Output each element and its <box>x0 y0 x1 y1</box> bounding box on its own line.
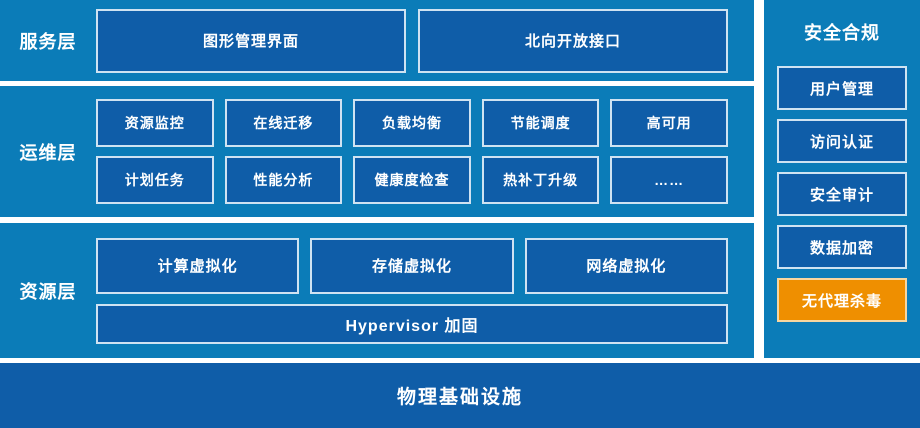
resource-box-storage-virtualization[interactable]: 存储虚拟化 <box>310 237 514 294</box>
layer-resource-stack: 计算虚拟化 存储虚拟化 网络虚拟化 Hypervisor 加固 <box>96 237 754 344</box>
resource-box-hypervisor-hardening[interactable]: Hypervisor 加固 <box>96 303 728 344</box>
operations-row: 资源监控 在线迁移 负载均衡 节能调度 高可用 <box>96 99 728 147</box>
ops-box-performance-analysis[interactable]: 性能分析 <box>224 156 343 204</box>
ops-box-high-availability[interactable]: 高可用 <box>610 99 728 147</box>
layer-resource-label: 资源层 <box>19 281 77 302</box>
main-layer-column: 服务层 图形管理界面 北向开放接口 运维层 资源监控 在线迁移 负载均衡 节能调… <box>0 0 754 358</box>
ops-box-hot-patch-upgrade[interactable]: 热补丁升级 <box>481 156 600 204</box>
layer-resource: 资源层 计算虚拟化 存储虚拟化 网络虚拟化 Hypervisor 加固 <box>0 223 754 358</box>
resource-box-compute-virtualization[interactable]: 计算虚拟化 <box>96 237 300 294</box>
layer-operations-label: 运维层 <box>19 142 77 163</box>
security-box-data-encryption[interactable]: 数据加密 <box>777 225 907 269</box>
service-box-northbound-open-api[interactable]: 北向开放接口 <box>418 8 728 73</box>
security-box-security-audit[interactable]: 安全审计 <box>777 172 907 216</box>
resource-row: 计算虚拟化 存储虚拟化 网络虚拟化 <box>96 237 728 294</box>
layer-service-label: 服务层 <box>19 31 77 52</box>
ops-box-scheduled-tasks[interactable]: 计划任务 <box>96 156 214 204</box>
resource-box-network-virtualization[interactable]: 网络虚拟化 <box>524 237 728 294</box>
ops-box-live-migration[interactable]: 在线迁移 <box>224 99 343 147</box>
ops-box-resource-monitoring[interactable]: 资源监控 <box>96 99 214 147</box>
layer-physical-infrastructure-label: 物理基础设施 <box>396 387 523 408</box>
ops-box-ellipsis[interactable]: …… <box>610 156 728 204</box>
service-box-graphical-management-ui[interactable]: 图形管理界面 <box>96 8 406 73</box>
layer-operations: 运维层 资源监控 在线迁移 负载均衡 节能调度 高可用 计划任务 性能分析 健康… <box>0 86 754 217</box>
operations-row: 计划任务 性能分析 健康度检查 热补丁升级 …… <box>96 156 728 204</box>
security-compliance-title: 安全合规 <box>804 23 880 43</box>
layer-operations-grid: 资源监控 在线迁移 负载均衡 节能调度 高可用 计划任务 性能分析 健康度检查 … <box>96 99 754 204</box>
security-box-agentless-antivirus[interactable]: 无代理杀毒 <box>777 278 907 322</box>
security-compliance-column: 安全合规 用户管理 访问认证 安全审计 数据加密 无代理杀毒 <box>764 0 920 358</box>
layer-physical-infrastructure[interactable]: 物理基础设施 <box>0 363 920 428</box>
layer-service-boxes: 图形管理界面 北向开放接口 <box>96 8 754 73</box>
security-compliance-items: 用户管理 访问认证 安全审计 数据加密 无代理杀毒 <box>777 66 907 334</box>
security-box-access-authentication[interactable]: 访问认证 <box>777 119 907 163</box>
ops-box-power-saving-scheduling[interactable]: 节能调度 <box>481 99 600 147</box>
ops-box-health-check[interactable]: 健康度检查 <box>353 156 471 204</box>
ops-box-load-balancing[interactable]: 负载均衡 <box>353 99 471 147</box>
security-box-user-management[interactable]: 用户管理 <box>777 66 907 110</box>
layer-service: 服务层 图形管理界面 北向开放接口 <box>0 0 754 81</box>
